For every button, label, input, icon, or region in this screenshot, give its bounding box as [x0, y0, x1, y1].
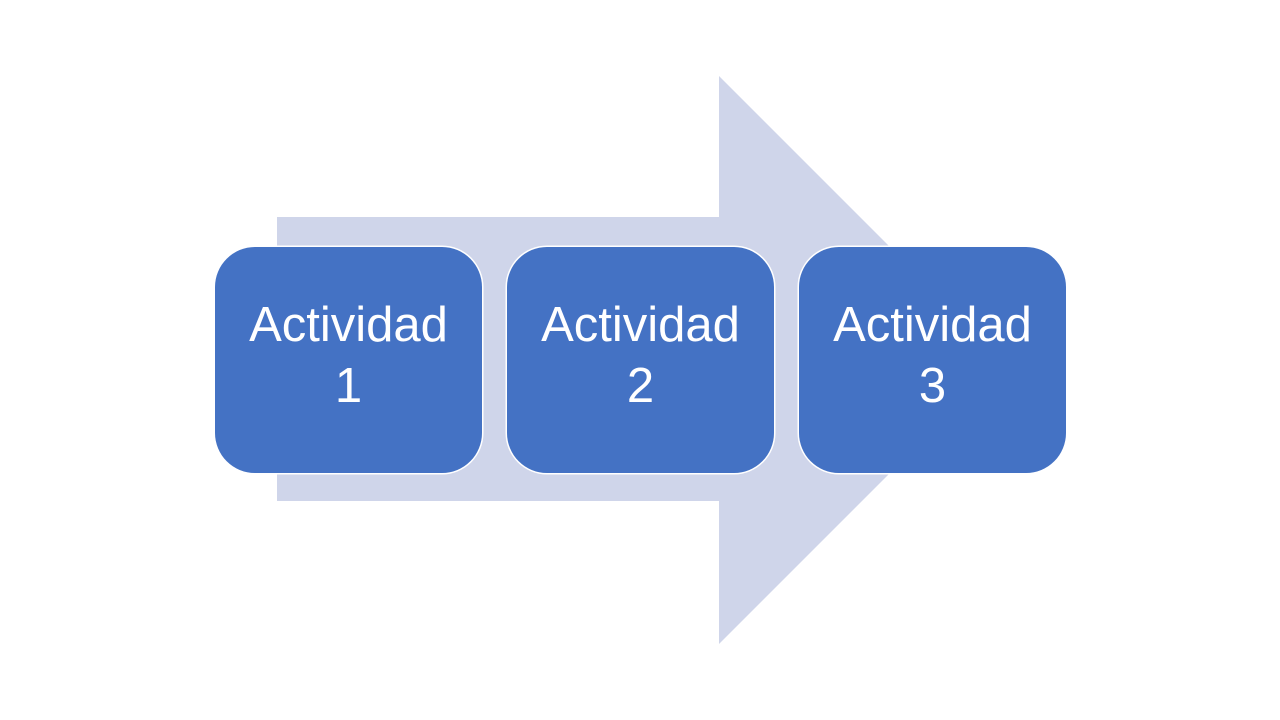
- step-box-3: Actividad 3: [799, 247, 1066, 473]
- step-box-1: Actividad 1: [215, 247, 482, 473]
- step-number: 1: [334, 359, 363, 413]
- step-box-2: Actividad 2: [507, 247, 774, 473]
- step-label: Actividad: [541, 298, 740, 352]
- step-label: Actividad: [249, 298, 448, 352]
- step-number: 3: [918, 359, 947, 413]
- step-number: 2: [626, 359, 655, 413]
- step-label: Actividad: [833, 298, 1032, 352]
